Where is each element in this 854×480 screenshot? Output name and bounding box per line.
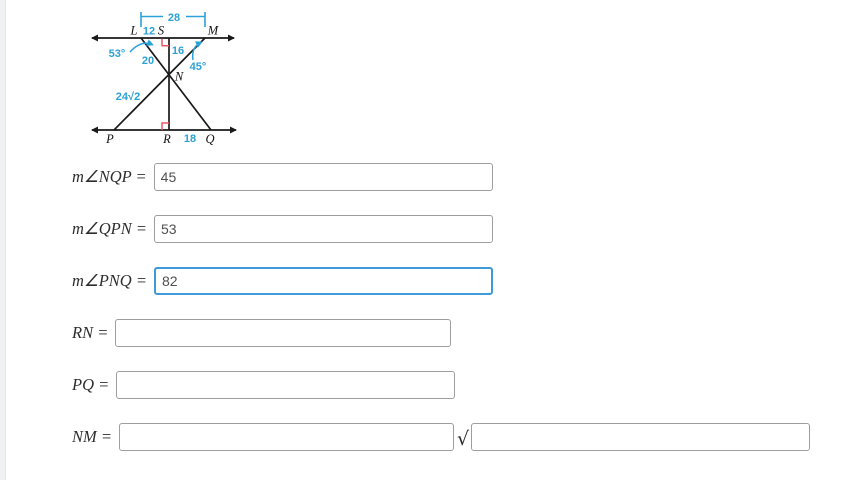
input-m-angle-nqp[interactable] (153, 163, 493, 191)
measure-20: 20 (142, 55, 154, 67)
measure-24-root-2: 24√2 (116, 91, 140, 103)
transversal-mp (113, 37, 206, 131)
geometry-diagram-svg: L S M N P R Q 28 12 16 53° 20 45° 24√2 18 (91, 12, 237, 146)
measure-53-deg: 53° (109, 48, 126, 60)
measure-16: 16 (172, 45, 184, 57)
input-m-angle-pnq[interactable] (153, 267, 493, 295)
row-rn: RN = (72, 319, 810, 347)
measure-45-deg: 45° (190, 61, 207, 73)
input-pq[interactable] (116, 371, 456, 399)
row-pq: PQ = (72, 371, 810, 399)
right-angle-mark-s (161, 38, 169, 47)
measure-12: 12 (143, 26, 155, 38)
label-nm: NM = (72, 427, 113, 446)
measure-28: 28 (168, 12, 180, 24)
bracket-28 (140, 12, 206, 27)
point-label-l: L (130, 24, 138, 38)
transversal-lq (140, 37, 212, 131)
input-rn[interactable] (115, 319, 452, 347)
left-gutter (0, 0, 6, 480)
point-label-r: R (162, 132, 171, 146)
row-nm: NM = √ (72, 423, 811, 451)
point-label-n: N (174, 70, 184, 84)
point-label-q: Q (205, 132, 214, 146)
label-pq: PQ = (72, 375, 110, 394)
label-m-angle-qpn: m∠QPN = (72, 219, 147, 238)
point-label-m: M (207, 24, 219, 38)
row-m-angle-nqp: m∠NQP = (72, 163, 810, 191)
label-m-angle-pnq: m∠PNQ = (72, 271, 147, 290)
diagram-labels: L S M N P R Q 28 12 16 53° 20 45° 24√2 18 (105, 12, 219, 146)
right-angle-mark-r (161, 122, 169, 130)
radical-symbol: √ (457, 428, 470, 450)
input-nm-radicand[interactable] (471, 423, 811, 451)
point-label-s: S (158, 24, 165, 38)
geometry-diagram: L S M N P R Q 28 12 16 53° 20 45° 24√2 18 (0, 0, 260, 161)
point-label-p: P (105, 132, 114, 146)
label-m-angle-nqp: m∠NQP = (72, 167, 147, 186)
input-nm-coefficient[interactable] (119, 423, 455, 451)
angle-arrow-45 (191, 41, 203, 61)
row-m-angle-pnq: m∠PNQ = (72, 267, 810, 295)
input-m-angle-qpn[interactable] (153, 215, 493, 243)
angle-arrow-53 (129, 39, 154, 53)
label-rn: RN = (72, 323, 109, 342)
measure-18: 18 (184, 133, 196, 145)
answer-form: m∠NQP = m∠QPN = m∠PNQ = RN = PQ = NM = √ (72, 163, 811, 475)
row-m-angle-qpn: m∠QPN = (72, 215, 810, 243)
